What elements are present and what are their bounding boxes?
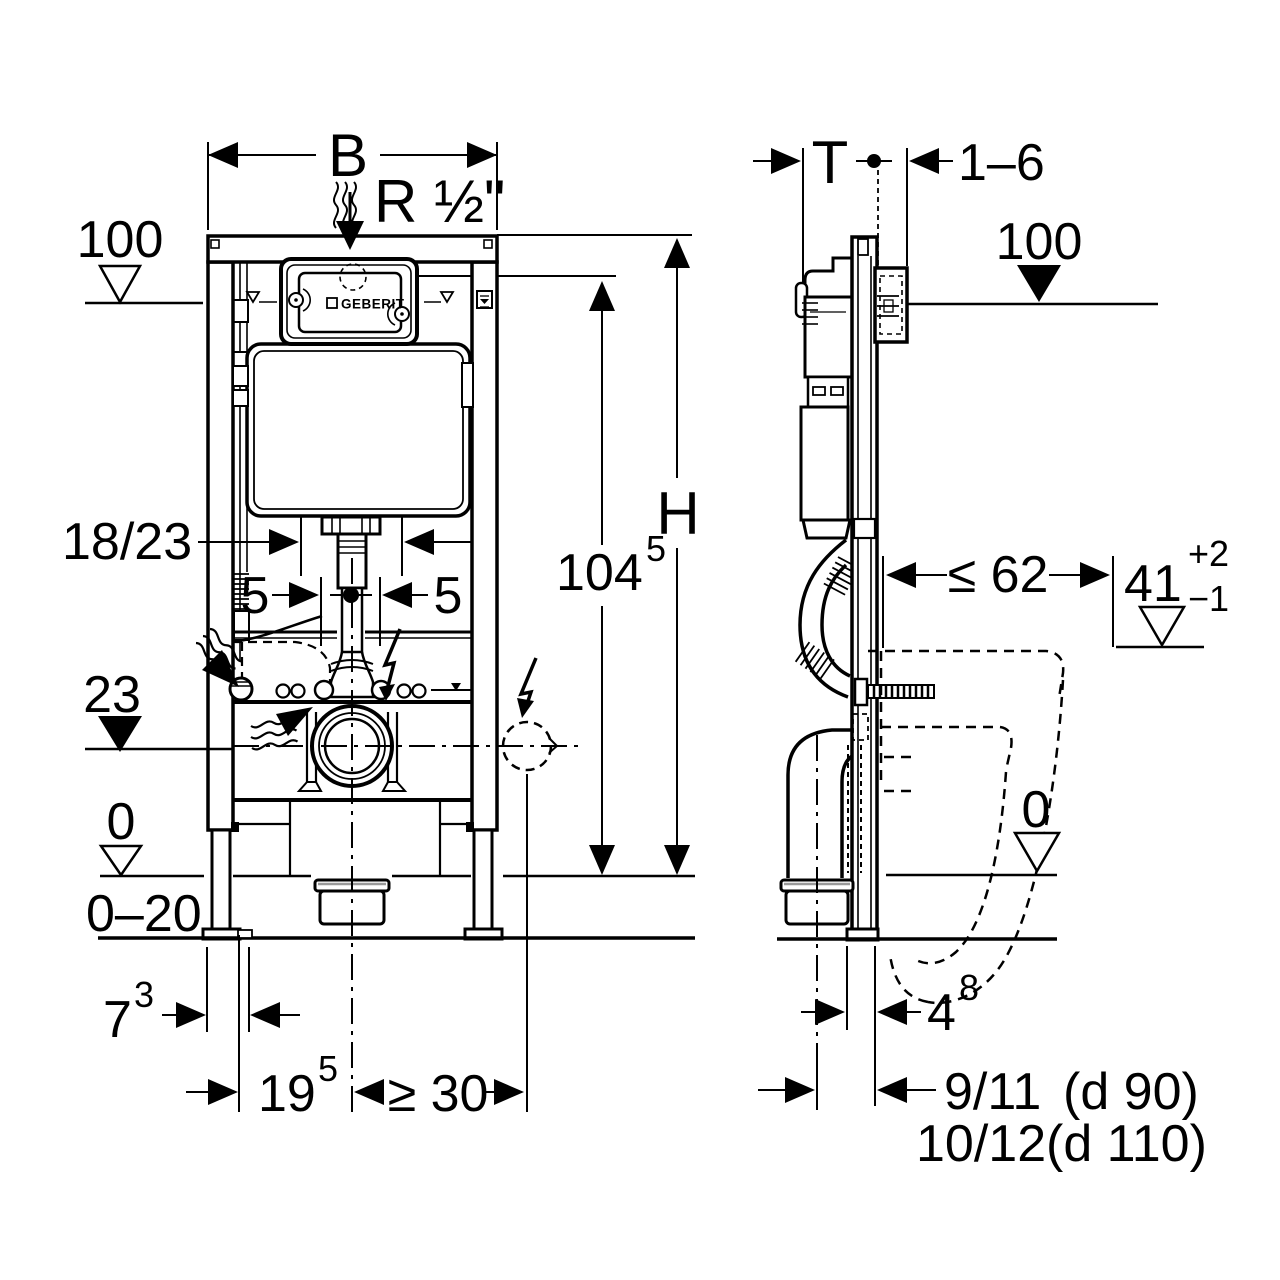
rim-height-sub: −1 — [1188, 578, 1229, 619]
pipe-thread — [232, 573, 249, 610]
right-foot-bolt — [466, 822, 474, 832]
level-triangle-open — [98, 844, 144, 878]
level-triangle-open — [1137, 605, 1187, 648]
dimension-T: T 1–6 — [753, 129, 1045, 282]
front-view: GEBERIT — [62, 122, 700, 1123]
brand-text: GEBERIT — [341, 297, 405, 312]
fill-hose — [237, 614, 323, 643]
level-triangle-open — [97, 264, 143, 305]
dim-104-main: 104 — [556, 544, 643, 602]
level-0-left-label: 0 — [107, 793, 136, 851]
left-foot — [210, 828, 232, 931]
dim-30-label: ≥ 30 — [388, 1065, 489, 1123]
level-100-right-label: 100 — [996, 213, 1083, 271]
electrical-bolt-icon — [379, 628, 402, 701]
side-rail — [845, 235, 880, 942]
access-panel: GEBERIT — [279, 257, 419, 346]
dimension-duct-width: 18/23 — [62, 513, 472, 576]
duct-width-label: 18/23 — [62, 513, 192, 571]
right-rail — [470, 260, 499, 832]
wall-range-label: 1–6 — [958, 134, 1045, 192]
supply-thread-label: R ½" — [374, 168, 505, 235]
level-triangle-filled — [1017, 265, 1061, 302]
dim-H-label: H — [656, 480, 699, 547]
dim-19-main: 19 — [258, 1065, 316, 1123]
outlet-2-note: (d 110) — [1046, 1115, 1207, 1173]
water-flow-arrow-bottom — [249, 707, 313, 752]
clearance-label: ≤ 62 — [948, 546, 1049, 604]
wall-connection-box — [873, 266, 909, 344]
level-0-right-label: 0 — [1022, 781, 1051, 839]
level-triangle-filled — [98, 716, 142, 752]
level-100-left-label: 100 — [77, 211, 164, 269]
dim-19-sup: 5 — [318, 1048, 338, 1089]
dim-7-sup: 3 — [134, 974, 154, 1015]
flush-button-mark — [339, 263, 367, 291]
dim-4-main: 4 — [927, 984, 956, 1042]
level-rim-height: 41 +2 −1 — [1116, 533, 1229, 649]
power-connection — [501, 657, 559, 772]
center-dot — [343, 587, 359, 603]
side-view: T 1–6 100 ≤ 62 41 +2 −1 0 — [753, 129, 1229, 1173]
side-bottom — [777, 878, 1057, 941]
dimension-H: H — [656, 238, 700, 875]
dim-104-sup: 5 — [646, 528, 666, 569]
dimension-clearance: ≤ 62 — [882, 546, 1114, 648]
offset-left-label: 5 — [241, 567, 270, 625]
screw-recess-right — [387, 302, 396, 326]
outlet-1-note: (d 90) — [1063, 1063, 1199, 1121]
right-foot — [472, 828, 494, 931]
dim-4-sup: 8 — [959, 967, 979, 1008]
bottom-structure — [98, 798, 695, 940]
dimension-4-8: 4 8 — [801, 946, 979, 1106]
dimension-7-3: 7 3 — [103, 947, 300, 1049]
level-0-left: 0 0–20 — [86, 793, 204, 943]
wall-face-dot — [867, 154, 881, 168]
left-rail — [206, 260, 235, 832]
supply-connection: R ½" — [332, 168, 505, 250]
level-23: 23 — [83, 666, 233, 752]
rim-height-main: 41 — [1124, 555, 1182, 613]
rail-clip — [852, 517, 877, 540]
screed-range-label: 0–20 — [86, 885, 202, 943]
dimension-outlet: 9/11 (d 90) 10/12 (d 110) — [758, 1063, 1207, 1173]
side-cistern — [794, 256, 854, 522]
offset-right-label: 5 — [434, 567, 463, 625]
level-tick-icon — [451, 683, 461, 691]
screw-recess-left — [302, 288, 311, 312]
dimension-19-5-and-30: 19 5 ≥ 30 — [186, 774, 528, 1123]
level-100-right: 100 — [908, 213, 1158, 306]
water-flow-arrow-top — [193, 626, 246, 687]
dim-B-label: B — [328, 122, 368, 189]
dim-T-label: T — [812, 129, 849, 196]
water-level-marks — [245, 290, 493, 309]
rim-height-sup: +2 — [1188, 533, 1229, 574]
dim-7-main: 7 — [103, 991, 132, 1049]
wc-pan-outline — [868, 649, 1065, 1005]
brand-logo-square — [326, 297, 338, 309]
flush-bend — [794, 518, 860, 699]
mounting-rod — [853, 677, 935, 707]
supply-arrow-icon — [336, 221, 364, 250]
outlet-1-value: 9/11 — [944, 1063, 1041, 1121]
level-100-left: 100 — [77, 211, 203, 305]
level-triangle-open — [1012, 831, 1062, 874]
dimension-B: B — [207, 122, 498, 230]
valve-housing — [799, 405, 850, 522]
level-23-label: 23 — [83, 666, 141, 724]
pipe-joint-hatch — [794, 641, 835, 680]
cistern — [232, 342, 474, 518]
left-foot-bolt — [231, 822, 239, 832]
protector-outline — [233, 640, 332, 698]
outlet-2-value: 10/12 — [916, 1115, 1046, 1173]
level-0-right: 0 — [886, 781, 1062, 877]
dimension-offset-5: 5 5 — [241, 567, 463, 646]
dimension-104-5: 104 5 — [556, 281, 666, 875]
